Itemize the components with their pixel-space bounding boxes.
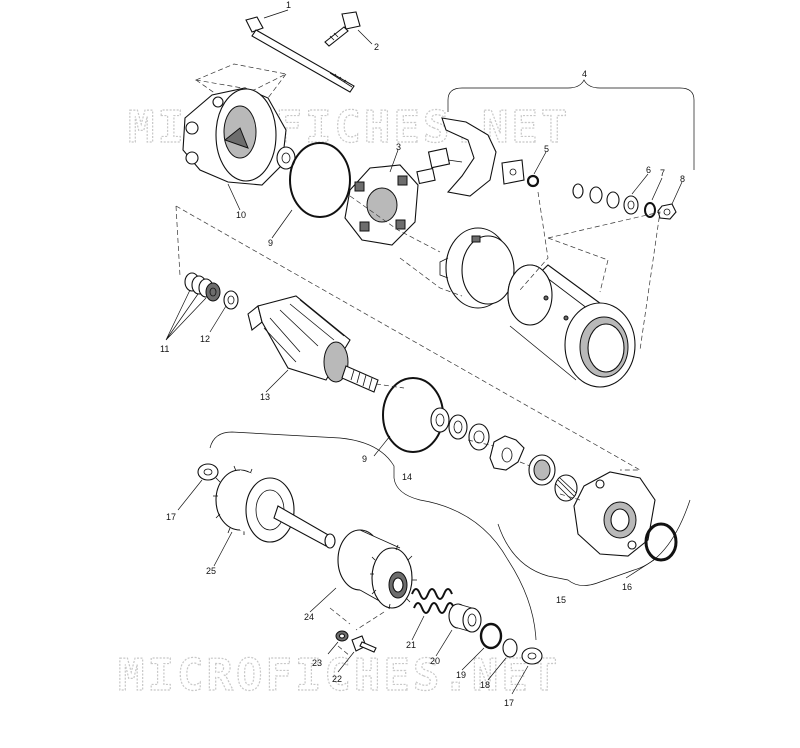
lock-plate <box>489 435 525 471</box>
callout-24: 24 <box>304 612 314 622</box>
callout-13: 13 <box>260 392 270 402</box>
collar-part-20 <box>448 603 482 633</box>
yoke-housing <box>507 264 636 388</box>
clip-part-18 <box>502 638 518 658</box>
callout-5: 5 <box>544 144 549 154</box>
callout-17-lower: 17 <box>504 698 514 708</box>
watermark-bottom: MICROFICHES.NET <box>118 650 560 701</box>
callout-21: 21 <box>406 640 416 650</box>
callout-17-upper: 17 <box>166 512 176 522</box>
callout-25: 25 <box>206 566 216 576</box>
callout-20: 20 <box>430 656 440 666</box>
clutch-part-24 <box>337 529 417 610</box>
group-outline-lines <box>175 63 661 657</box>
callout-9-lower: 9 <box>362 454 367 464</box>
callout-3: 3 <box>396 142 401 152</box>
brush-terminal-part-4 <box>416 117 525 197</box>
callout-2: 2 <box>374 42 379 52</box>
brush-holder-part-3 <box>344 164 419 246</box>
callout-7: 7 <box>660 168 665 178</box>
callout-22: 22 <box>332 674 342 684</box>
bearing <box>528 454 556 486</box>
short-bolt-part-2 <box>324 11 361 47</box>
callout-18: 18 <box>480 680 490 690</box>
callout-8: 8 <box>680 174 685 184</box>
group-braces <box>209 79 695 641</box>
callout-6: 6 <box>646 165 651 175</box>
needle-bearing <box>554 474 578 502</box>
shims-part-11 <box>184 272 221 302</box>
washer-upper-part-17 <box>197 463 219 481</box>
callout-1: 1 <box>286 0 291 10</box>
callout-11: 11 <box>160 344 169 354</box>
lock-washer-part-7 <box>644 202 656 218</box>
washer-stack-middle <box>430 407 490 451</box>
drive-housing <box>573 471 656 557</box>
callout-12: 12 <box>200 334 210 344</box>
front-cover-part-10 <box>182 87 287 186</box>
nut-part-8 <box>657 203 677 220</box>
through-bolt-part-1 <box>245 16 355 93</box>
callout-9-upper: 9 <box>268 238 273 248</box>
o-ring-part-5 <box>526 174 540 188</box>
o-ring-upper-part-9 <box>289 142 351 218</box>
ring-part-19 <box>479 622 503 650</box>
screw-part-22 <box>351 635 377 653</box>
callout-15: 15 <box>556 595 566 605</box>
spring-part-21 <box>411 588 455 614</box>
washer-part-12 <box>223 290 239 310</box>
callout-16: 16 <box>622 582 632 592</box>
washer-part-23 <box>335 630 349 642</box>
armature-part-13 <box>247 295 379 393</box>
leader-lines <box>165 9 683 695</box>
washer-lower-part-17 <box>521 647 543 665</box>
brush-plate-ring <box>439 227 515 309</box>
gear-shaft-part-25 <box>213 465 336 549</box>
callout-19: 19 <box>456 670 466 680</box>
callout-4: 4 <box>582 69 587 79</box>
callout-23: 23 <box>312 658 322 668</box>
washers-part-6 <box>572 183 639 215</box>
callout-10: 10 <box>236 210 246 220</box>
o-ring-part-16 <box>644 522 678 562</box>
callout-14: 14 <box>402 472 412 482</box>
callout-labels: 1 2 3 4 5 6 7 8 9 9 10 11 12 13 14 15 16… <box>160 0 685 708</box>
